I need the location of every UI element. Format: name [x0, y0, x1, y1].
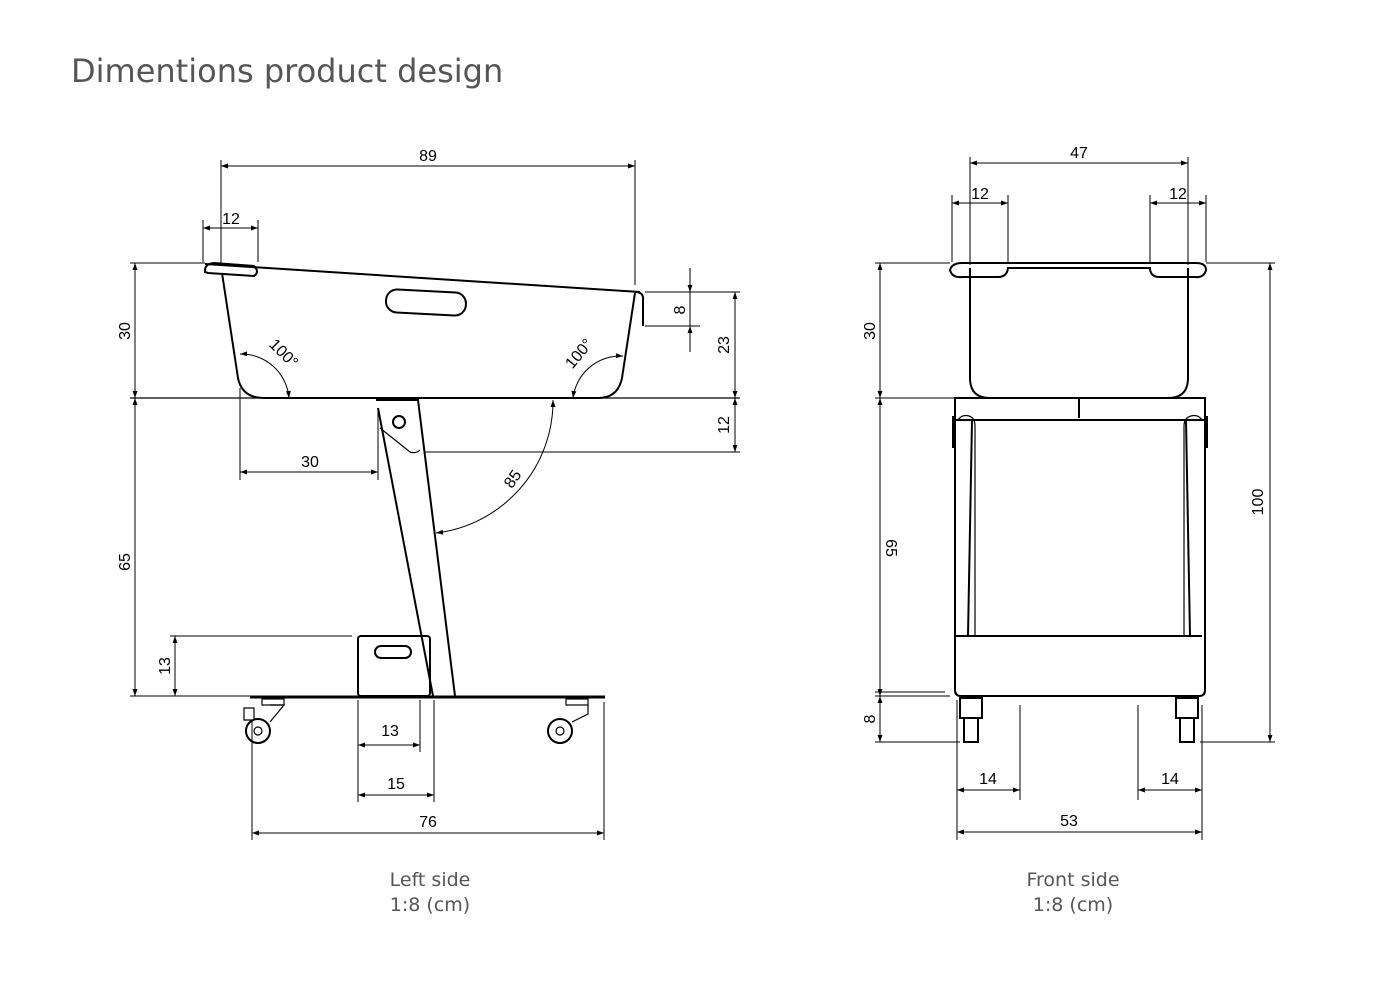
dim-front-basin-height: 30: [862, 322, 879, 340]
front-view-caption: Front side: [1026, 869, 1119, 891]
dim-total-length: 89: [419, 148, 437, 165]
front-view-scale: 1:8 (cm): [1033, 894, 1113, 916]
basin-side: [203, 261, 645, 399]
dim-basin-width: 47: [1070, 145, 1088, 162]
front-side-view: 47 12 12 30 65 8 100 14 14 53 Front side…: [862, 145, 1275, 916]
dim-basin-height: 30: [117, 322, 134, 340]
dim-frame-height: 65: [117, 553, 134, 571]
leg: [376, 399, 456, 697]
dim-box-height: 13: [157, 657, 174, 675]
dim-rim-right: 12: [1169, 186, 1187, 203]
dim-leg-angle: 85: [501, 467, 525, 491]
dim-leg-offset-v: 12: [716, 416, 733, 434]
dim-rim-width: 12: [222, 211, 240, 228]
dim-wheel-right: 14: [1161, 771, 1179, 788]
dim-box-width: 13: [381, 723, 399, 740]
dim-wheel-left: 14: [979, 771, 997, 788]
caster-left: [243, 698, 286, 744]
left-view-scale: 1:8 (cm): [390, 894, 470, 916]
dim-total-height: 100: [1250, 489, 1267, 516]
dim-rim-left: 12: [971, 186, 989, 203]
frame-front: [952, 397, 1208, 697]
caster-front-right: [1175, 697, 1199, 743]
dim-total-width: 53: [1060, 813, 1078, 830]
dim-side-height: 23: [716, 336, 733, 354]
basin-front: [948, 262, 1208, 399]
dim-base-length: 76: [419, 814, 437, 831]
dim-angle-left: 100°: [265, 336, 300, 371]
dim-leg-offset-h: 30: [301, 454, 319, 471]
handle-slot: [384, 288, 467, 317]
caster-front-left: [959, 697, 983, 743]
lower-box: [357, 635, 431, 697]
page-title: Dimentions product design: [71, 52, 504, 90]
dim-lip-height: 8: [672, 305, 689, 314]
left-side-view: 89 12 30 65 13 8 23 12 30 85 100° 100° 1…: [117, 148, 740, 916]
dim-wheel-height: 8: [862, 714, 879, 723]
dim-leg-base: 15: [387, 776, 405, 793]
dim-angle-right: 100°: [562, 336, 596, 372]
dim-front-frame-height: 65: [882, 539, 899, 557]
left-view-caption: Left side: [390, 869, 471, 891]
caster-right: [547, 698, 589, 744]
